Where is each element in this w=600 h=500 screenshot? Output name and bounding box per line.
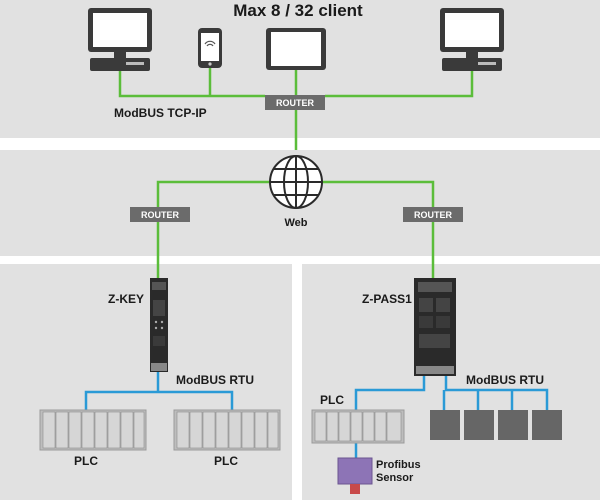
rtu-links-right <box>354 376 549 458</box>
desktop-computer-icon <box>88 8 152 71</box>
router-right: ROUTER <box>403 207 463 222</box>
router-right-label: ROUTER <box>414 210 453 220</box>
plc-right-label: PLC <box>214 454 238 468</box>
sensor-label-line2: Sensor <box>376 472 414 484</box>
plc-rack-left <box>39 409 147 451</box>
sensor-label-line1: Profibus <box>376 459 421 471</box>
z-key-device <box>150 278 168 372</box>
plc-label-right-panel: PLC <box>320 393 344 407</box>
modbus-rtu-label-right: ModBUS RTU <box>466 373 544 387</box>
tcp-ip-links <box>118 68 474 150</box>
left-panel <box>0 264 292 500</box>
smartphone-icon <box>198 28 222 68</box>
profibus-sensor-icon <box>337 457 373 494</box>
router-left-label: ROUTER <box>141 210 180 220</box>
globe-icon <box>269 155 323 209</box>
rtu-module <box>532 410 562 440</box>
web-label: Web <box>284 217 307 229</box>
modbus-rtu-label-left: ModBUS RTU <box>176 373 254 387</box>
rtu-module <box>498 410 528 440</box>
rtu-links-left <box>84 372 234 410</box>
plc-rack-right <box>173 409 281 451</box>
z-key-label: Z-KEY <box>108 292 144 306</box>
desktop-computer-icon <box>440 8 504 71</box>
rtu-module <box>464 410 494 440</box>
web-links <box>156 180 435 278</box>
rtu-modules <box>430 410 562 440</box>
rtu-module <box>430 410 460 440</box>
router-left: ROUTER <box>130 207 190 222</box>
router-top: ROUTER <box>265 95 325 110</box>
router-top-label: ROUTER <box>276 98 315 108</box>
tablet-icon <box>266 28 326 70</box>
z-pass1-device <box>414 278 456 376</box>
z-pass1-label: Z-PASS1 <box>362 292 412 306</box>
plc-rack-right-panel <box>311 409 405 444</box>
plc-left-label: PLC <box>74 454 98 468</box>
modbus-tcpip-label: ModBUS TCP-IP <box>114 106 207 120</box>
diagram-title: Max 8 / 32 client <box>233 1 363 20</box>
